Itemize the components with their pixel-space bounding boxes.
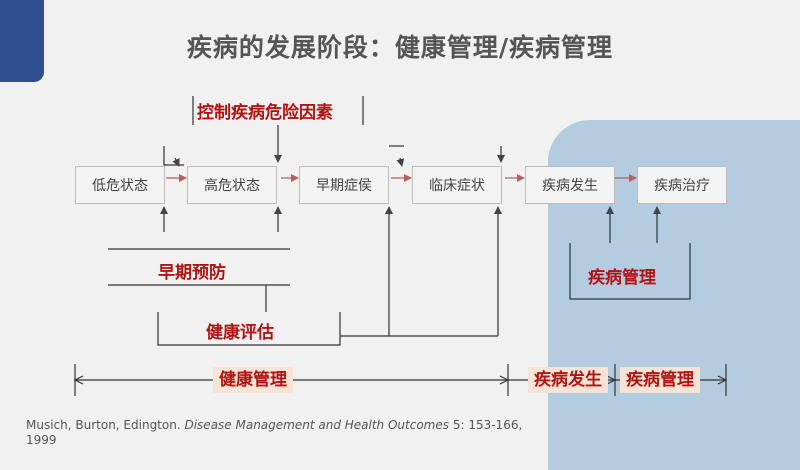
citation-details: 5: 153-166,	[452, 418, 523, 432]
stage-disease-onset: 疾病发生	[525, 166, 615, 204]
page-title: 疾病的发展阶段：健康管理/疾病管理	[186, 33, 614, 62]
control-risk-bracket	[192, 96, 364, 163]
citation-authors: Musich, Burton, Edington.	[26, 418, 181, 432]
health-assessment-label: 健康评估	[206, 323, 274, 343]
citation: Musich, Burton, Edington. Disease Manage…	[26, 418, 566, 448]
prevention-lines	[108, 248, 290, 312]
upward-arrows	[160, 206, 502, 337]
disease-mgmt-bracket	[569, 206, 691, 300]
citation-journal: Disease Management and Health Outcomes	[184, 418, 449, 432]
timeline	[73, 364, 728, 396]
timeline-disease-management: 疾病管理	[620, 367, 700, 393]
diagram-connectors	[73, 96, 728, 396]
early-prevention-label: 早期预防	[158, 263, 226, 283]
stage-treatment: 疾病治疗	[637, 166, 727, 204]
stage-low-risk: 低危状态	[75, 166, 165, 204]
top-marks	[163, 145, 505, 167]
timeline-health-management: 健康管理	[213, 367, 293, 393]
stage-clinical: 临床症状	[412, 166, 502, 204]
corner-decoration	[0, 0, 44, 82]
timeline-disease-onset: 疾病发生	[528, 367, 608, 393]
control-risk-label: 控制疾病危险因素	[197, 103, 333, 123]
stage-high-risk: 高危状态	[187, 166, 277, 204]
disease-management-label: 疾病管理	[588, 268, 656, 288]
assessment-bracket	[157, 312, 341, 346]
citation-year: 1999	[26, 433, 57, 447]
stage-early-symptom: 早期症侯	[299, 166, 389, 204]
